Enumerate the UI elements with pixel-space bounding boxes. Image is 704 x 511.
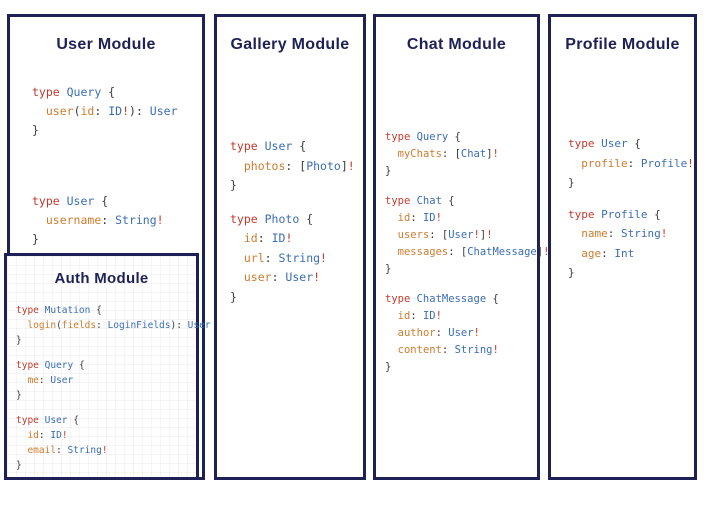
module-card-gallery: Gallery Module type User { photos: [Phot… xyxy=(214,14,366,480)
code-block-chat: type Query { myChats: [Chat]!}type Chat … xyxy=(385,131,550,373)
module-title-gallery: Gallery Module xyxy=(230,36,350,53)
code-block-auth: type Mutation { login(fields: LoginField… xyxy=(16,305,211,471)
module-title-chat: Chat Module xyxy=(406,36,507,53)
code-block-user: type Query { user(id: ID!): User}type Us… xyxy=(32,85,178,246)
code-block-profile: type User { profile: Profile!}type Profi… xyxy=(568,137,694,279)
module-title-auth: Auth Module xyxy=(54,270,149,287)
module-card-chat: Chat Module type Query { myChats: [Chat]… xyxy=(373,14,549,480)
module-title-profile: Profile Module xyxy=(565,36,680,53)
code-block-gallery: type User { photos: [Photo]!}type Photo … xyxy=(230,139,355,304)
module-card-profile: Profile Module type User { profile: Prof… xyxy=(548,14,697,480)
module-card-auth: Auth Module type Mutation { login(fields… xyxy=(4,253,211,480)
module-title-user: User Module xyxy=(56,36,156,53)
